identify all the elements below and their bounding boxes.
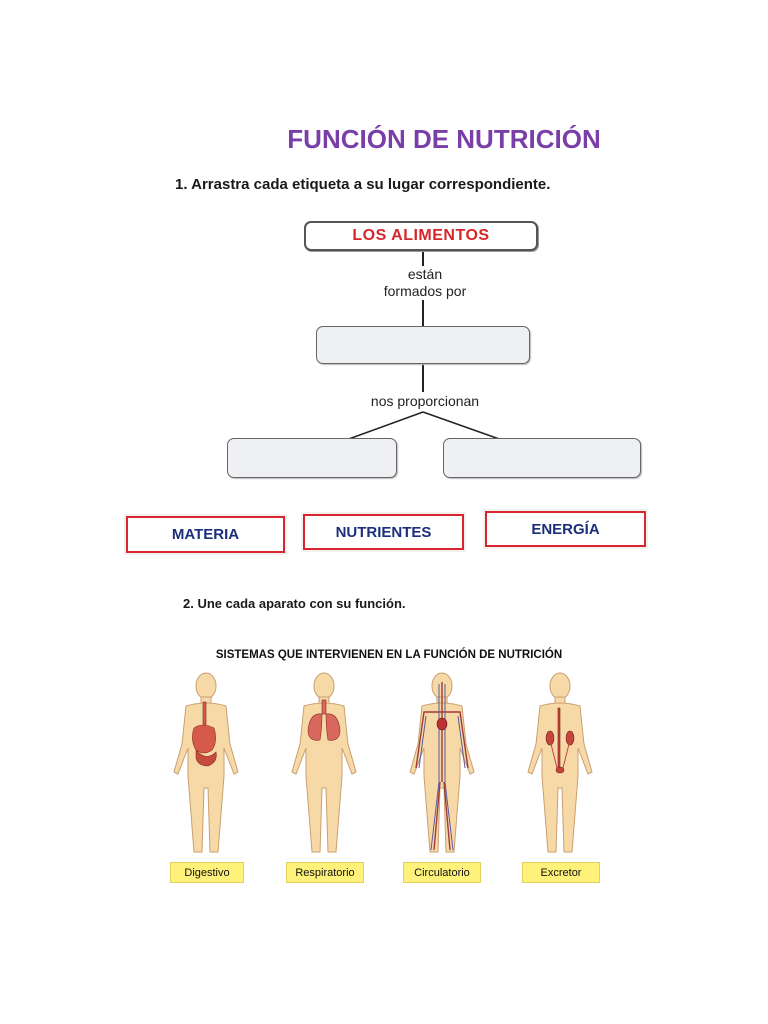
- label-digestivo[interactable]: Digestivo: [170, 862, 244, 883]
- drag-tag-materia[interactable]: MATERIA: [126, 516, 285, 553]
- connector-text-formados: están formados por: [330, 266, 520, 300]
- drag-tag-energia[interactable]: ENERGÍA: [485, 511, 646, 547]
- question-2: 2. Une cada aparato con su función.: [183, 596, 406, 611]
- connector-text-proporcionan: nos proporcionan: [370, 393, 480, 409]
- page-title: FUNCIÓN DE NUTRICIÓN: [287, 124, 601, 154]
- circulatory-system-figure: [409, 672, 475, 853]
- label-respiratorio[interactable]: Respiratorio: [286, 862, 364, 883]
- label-excretor[interactable]: Excretor: [522, 862, 600, 883]
- concept-top-node: LOS ALIMENTOS: [304, 221, 538, 251]
- excretory-system-figure: [527, 672, 593, 853]
- connector-line-2: formados por: [383, 283, 467, 299]
- connector-line-1: están: [407, 266, 443, 282]
- drop-slot-3[interactable]: [443, 438, 641, 478]
- systems-title: SISTEMAS QUE INTERVIENEN EN LA FUNCIÓN D…: [215, 649, 563, 661]
- respiratory-system-figure: [291, 672, 357, 853]
- question-1: 1. Arrastra cada etiqueta a su lugar cor…: [175, 176, 551, 193]
- drop-slot-2[interactable]: [227, 438, 397, 478]
- drop-slot-1[interactable]: [316, 326, 530, 364]
- label-circulatorio[interactable]: Circulatorio: [403, 862, 481, 883]
- drag-tag-nutrientes[interactable]: NUTRIENTES: [303, 514, 464, 550]
- digestive-system-figure: [173, 672, 239, 853]
